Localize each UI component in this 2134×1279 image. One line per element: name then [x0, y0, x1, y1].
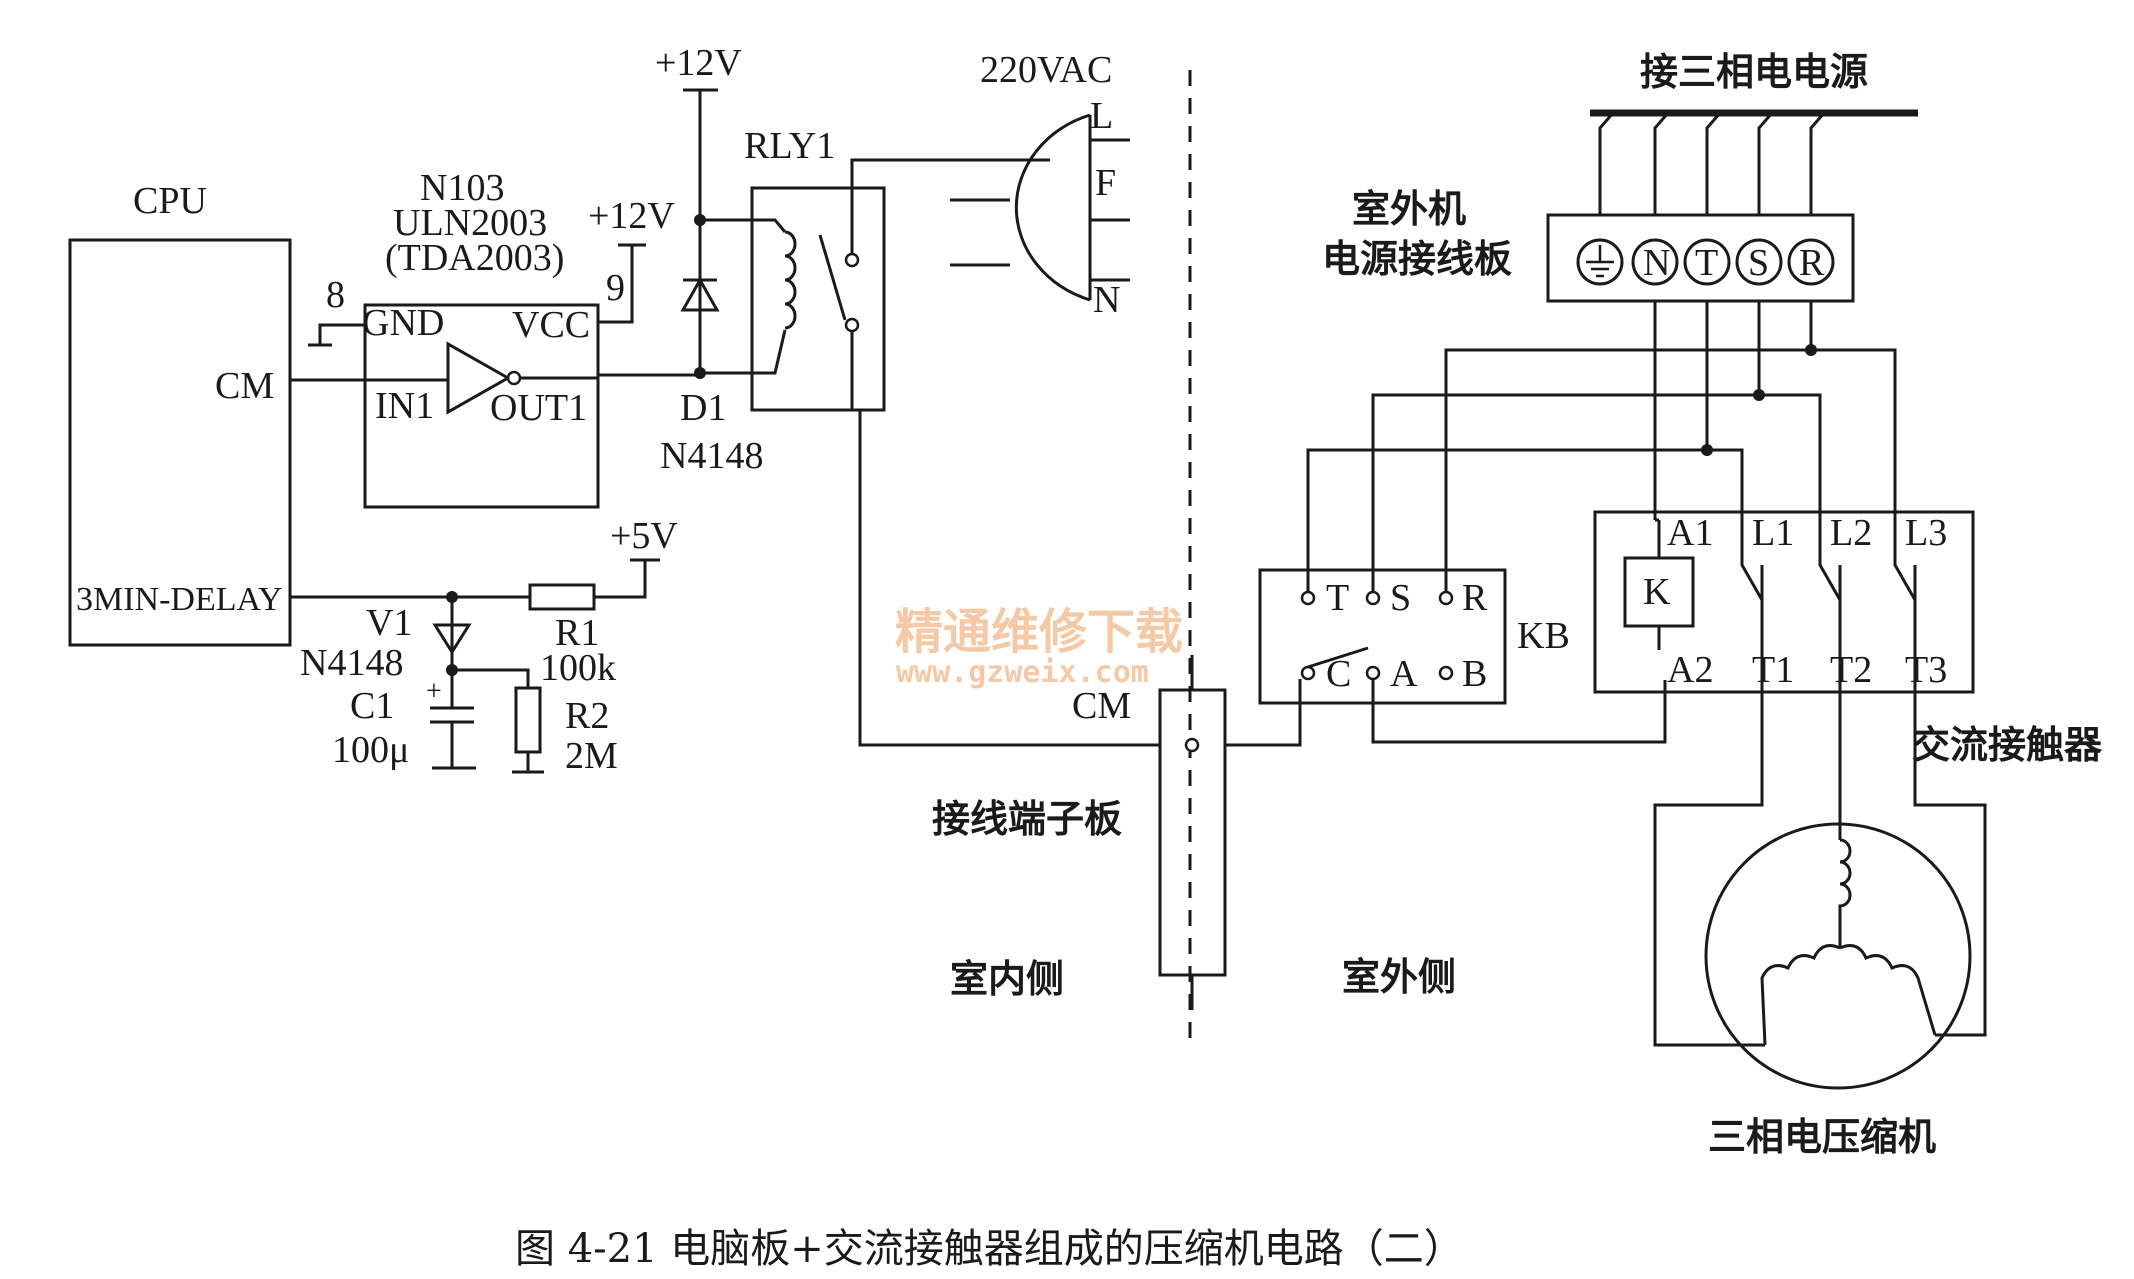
- plug-pin-n: N: [1093, 279, 1120, 321]
- ic-vcc-label: VCC: [512, 304, 590, 346]
- terminal-board: CM 接线端子板: [932, 655, 1227, 1010]
- v1-ref: V1: [366, 602, 412, 644]
- figure-caption: 图 4-21 电脑板+交流接触器组成的压缩机电路（二）: [515, 1226, 1464, 1272]
- cpu-pin-3min-delay: 3MIN-DELAY: [76, 581, 283, 618]
- indoor-side-label: 室内侧: [950, 957, 1064, 1001]
- kb-term-t: T: [1326, 577, 1349, 619]
- terminal-cm-label: CM: [1072, 685, 1131, 727]
- ic-in-label: IN1: [375, 385, 434, 427]
- c1-ref: C1: [350, 685, 394, 727]
- relay-rly1: RLY1: [700, 125, 1160, 747]
- ac-plug: 220VAC L F N: [950, 49, 1130, 321]
- watermark: 精通维修下载 www.gzweix.com: [895, 604, 1183, 690]
- plug-pin-f: F: [1095, 162, 1116, 204]
- kb-term-a: A: [1390, 653, 1418, 695]
- ic-pin-9: 9: [606, 267, 625, 309]
- kb-block: KB T S R C A B: [1258, 568, 1570, 705]
- contactor-a1: A1: [1667, 512, 1713, 554]
- kb-term-s: S: [1390, 577, 1411, 619]
- power-board-title-2: 电源接线板: [1322, 237, 1512, 281]
- watermark-url: www.gzweix.com: [896, 655, 1149, 690]
- contactor-t1: T1: [1752, 649, 1794, 691]
- compressor-motor: 三相电压缩机: [1704, 822, 1972, 1159]
- inverter-symbol: [446, 341, 512, 415]
- plug-pin-l: L: [1090, 95, 1113, 137]
- inverter-bubble: [506, 370, 522, 386]
- power-terminal-s: S: [1748, 242, 1769, 284]
- contactor-a2: A2: [1667, 649, 1713, 691]
- supply-12v-top: +12V: [655, 42, 742, 84]
- compressor-label: 三相电压缩机: [1708, 1115, 1936, 1159]
- kb-term-r: R: [1462, 577, 1488, 619]
- ic-alt-part: (TDA2003): [385, 237, 564, 279]
- cpu-block: CPU CM 3MIN-DELAY: [68, 180, 292, 647]
- delay-circuit: +5V R1 100k V1 N4148 + C1 100μ R2 2M: [290, 515, 678, 777]
- wire-cm-kb-c: [1225, 679, 1302, 747]
- c1-value: 100μ: [332, 729, 409, 771]
- power-board-title-1: 室外机: [1352, 187, 1466, 231]
- r1-ref: R1: [555, 612, 599, 654]
- supply-12v-ic: +12V: [588, 195, 675, 237]
- contactor-l2: L2: [1830, 512, 1872, 554]
- kb-label: KB: [1517, 615, 1570, 657]
- contactor-l1: L1: [1752, 512, 1794, 554]
- distribution-wiring: [1306, 301, 1897, 592]
- d1-part: N4148: [660, 435, 763, 477]
- wire-kb-a-a2: [1371, 679, 1667, 744]
- contactor-label: 交流接触器: [1912, 723, 2103, 767]
- three-phase-label: 接三相电电源: [1640, 50, 1868, 94]
- v1-part: N4148: [300, 642, 403, 684]
- ic-ref: N103: [420, 167, 504, 209]
- power-terminal-t: T: [1695, 242, 1718, 284]
- r2-ref: R2: [565, 695, 609, 737]
- contactor-l3: L3: [1905, 512, 1947, 554]
- ic-out-label: OUT1: [490, 387, 587, 429]
- ic-gnd-label: GND: [362, 302, 444, 344]
- ground-terminal-icon: [1576, 238, 1624, 286]
- contactor-t2: T2: [1830, 649, 1872, 691]
- terminal-board-label: 接线端子板: [932, 797, 1122, 841]
- power-terminal-n: N: [1643, 242, 1670, 284]
- d1-ref: D1: [680, 387, 726, 429]
- contactor-t3: T3: [1905, 649, 1947, 691]
- cpu-title: CPU: [133, 180, 207, 222]
- contactor-coil-k: K: [1643, 571, 1671, 613]
- driver-ic: N103 ULN2003 (TDA2003) GND VCC IN1 OUT1 …: [326, 167, 625, 509]
- kb-term-c: C: [1326, 653, 1351, 695]
- r2-value: 2M: [565, 735, 618, 777]
- ic-pin-8: 8: [326, 274, 345, 316]
- three-phase-supply: 接三相电电源: [1590, 50, 1918, 215]
- ic-vcc-supply: +12V: [588, 195, 675, 324]
- ac-contactor: 交流接触器 A1 L1 L2 L3 A2 T1 T2 T3 K: [1593, 510, 2103, 767]
- supply-5v: +5V: [610, 515, 678, 557]
- outdoor-power-board: 室外机 电源接线板 N T S R: [1322, 187, 1855, 303]
- diode-d1: +12V D1 N4148: [655, 42, 763, 477]
- motor-feed-wiring: [1653, 690, 1987, 1047]
- watermark-title: 精通维修下载: [895, 604, 1183, 660]
- r1-value: 100k: [540, 647, 616, 689]
- kb-term-b: B: [1462, 653, 1487, 695]
- ic-part: ULN2003: [393, 202, 547, 244]
- cpu-pin-cm: CM: [215, 365, 274, 407]
- ac-supply-label: 220VAC: [980, 49, 1112, 91]
- relay-ref: RLY1: [744, 125, 835, 167]
- c1-plus: +: [426, 676, 442, 707]
- power-terminal-r: R: [1799, 242, 1825, 284]
- ic-ground: [308, 323, 365, 347]
- outdoor-side-label: 室外侧: [1342, 955, 1456, 999]
